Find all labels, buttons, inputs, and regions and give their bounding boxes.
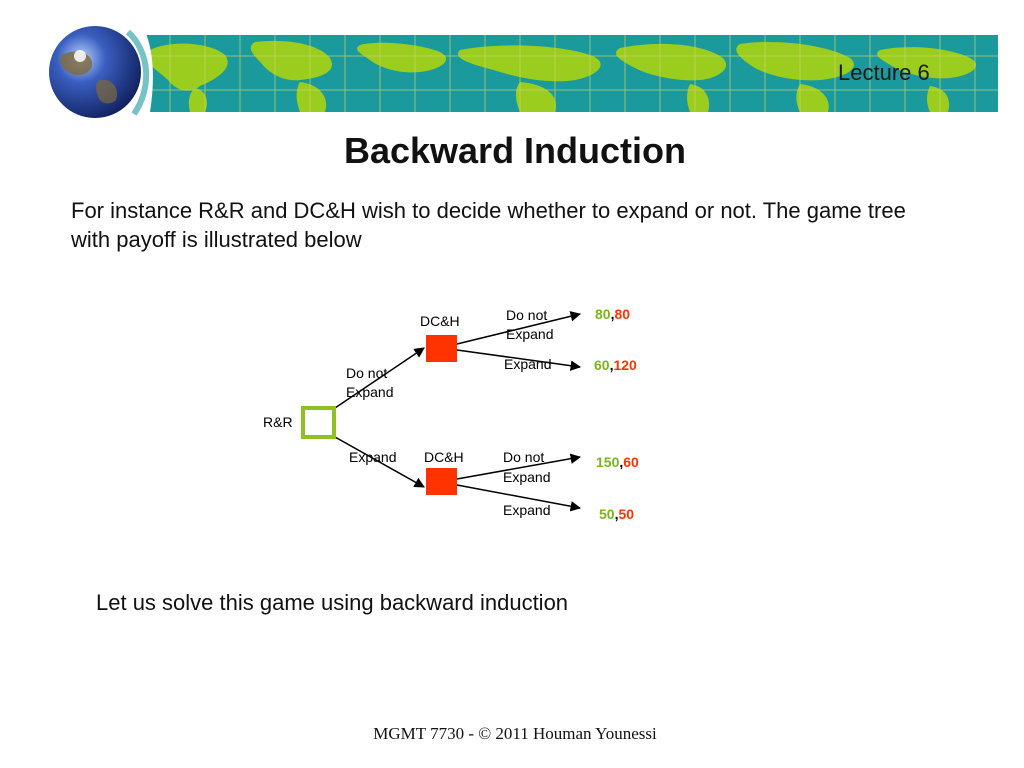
closing-paragraph: Let us solve this game using backward in… <box>96 590 569 615</box>
edge-lower-do-not <box>456 453 582 480</box>
payoff-3-rr: 150 <box>596 454 620 470</box>
edge-root-to-upper <box>334 347 425 409</box>
header-banner <box>0 0 998 118</box>
rr-decision-node <box>301 406 336 439</box>
lower-do-not-label-line1: Do not <box>503 449 544 465</box>
payoff-2: 60,120 <box>594 357 637 373</box>
edge-root-to-lower <box>334 436 425 488</box>
lecture-label: Lecture 6 <box>838 60 930 85</box>
payoff-3: 150,60 <box>596 454 639 470</box>
footer-credit: MGMT 7730 - © 2011 Houman Younessi <box>373 724 657 743</box>
payoff-3-sep: , <box>619 454 623 470</box>
payoff-1-dch: 80 <box>614 306 630 322</box>
root-expand-label: Expand <box>349 449 396 465</box>
payoff-3-dch: 60 <box>623 454 639 470</box>
payoff-2-sep: , <box>610 357 614 373</box>
dch-lower-node <box>426 468 457 495</box>
root-do-not-label-line2: Expand <box>346 384 393 400</box>
upper-do-not-label-line2: Expand <box>506 326 553 342</box>
dch-upper-label: DC&H <box>420 313 460 329</box>
payoff-4-dch: 50 <box>618 506 634 522</box>
edge-upper-do-not <box>456 311 582 345</box>
payoff-2-rr: 60 <box>594 357 610 373</box>
world-map-strip <box>135 35 998 112</box>
root-do-not-label-line1: Do not <box>346 365 387 381</box>
payoff-2-dch: 120 <box>613 357 637 373</box>
lower-do-not-label-line2: Expand <box>503 469 550 485</box>
intro-paragraph: For instance R&R and DC&H wish to decide… <box>71 198 906 252</box>
slide-title: Backward Induction <box>343 130 687 171</box>
globe-icon <box>49 26 141 118</box>
dch-lower-label: DC&H <box>424 449 464 465</box>
payoff-4-sep: , <box>615 506 619 522</box>
edge-upper-expand <box>456 349 582 371</box>
payoff-1-rr: 80 <box>595 306 611 322</box>
edge-lower-expand <box>456 484 582 512</box>
payoff-1: 80,80 <box>595 306 630 322</box>
payoff-1-sep: , <box>611 306 615 322</box>
rr-node-label: R&R <box>263 414 293 430</box>
lower-expand-label: Expand <box>503 502 550 518</box>
upper-do-not-label-line1: Do not <box>506 307 547 323</box>
payoff-4-rr: 50 <box>599 506 615 522</box>
upper-expand-label: Expand <box>504 356 551 372</box>
dch-upper-node <box>426 335 457 362</box>
payoff-4: 50,50 <box>599 506 634 522</box>
